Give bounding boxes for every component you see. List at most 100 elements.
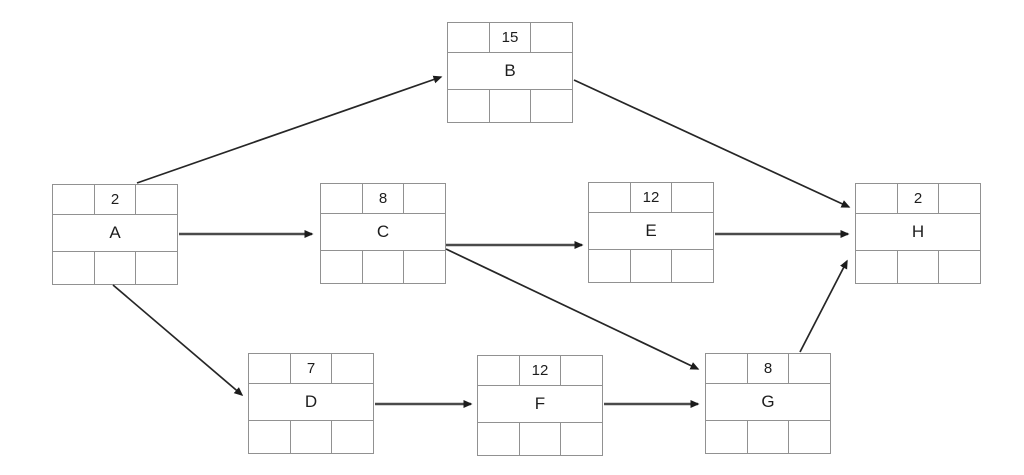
node-B-bottom-left-cell [448, 90, 490, 122]
node-B-label-row: B [448, 53, 572, 90]
node-D-label-row: D [249, 384, 373, 421]
node-G-top-left-cell [706, 354, 748, 383]
node-D-bottom-row [249, 421, 373, 453]
node-B-duration: 15 [501, 29, 519, 46]
node-B-top-left-cell [448, 23, 490, 52]
node-E-label-cell: E [589, 213, 713, 249]
node-F-duration: 12 [531, 362, 549, 379]
node-A-label-row: A [53, 215, 177, 252]
node-C-label-row: C [321, 214, 445, 251]
node-F-label: F [534, 394, 546, 413]
node-F-bottom-right-cell [561, 423, 602, 455]
node-G-top-row: 8 [706, 354, 830, 384]
node-E-top-left-cell [589, 183, 631, 212]
node-D-bottom-left-cell [249, 421, 291, 453]
node-C-top-left-cell [321, 184, 363, 213]
node-H-label: H [911, 222, 925, 241]
node-A-label-cell: A [53, 215, 177, 251]
node-D-bottom-right-cell [332, 421, 373, 453]
node-D-top-right-cell [332, 354, 373, 383]
node-E-label-row: E [589, 213, 713, 250]
activity-node-F: 12 F [477, 355, 603, 456]
activity-node-E: 12 E [588, 182, 714, 283]
node-C-bottom-right-cell [404, 251, 445, 283]
edge-A-B [136, 75, 443, 184]
node-G-duration: 8 [763, 360, 773, 377]
node-B-bottom-middle-cell [490, 90, 532, 122]
activity-node-D: 7 D [248, 353, 374, 454]
node-B-top-right-cell [531, 23, 572, 52]
activity-node-A: 2 A [52, 184, 178, 285]
node-B-top-row: 15 [448, 23, 572, 53]
node-G-bottom-row [706, 421, 830, 453]
node-C-top-right-cell [404, 184, 445, 213]
node-A-bottom-middle-cell [95, 252, 137, 284]
node-F-label-row: F [478, 386, 602, 423]
node-B-bottom-row [448, 90, 572, 122]
node-G-label-cell: G [706, 384, 830, 420]
activity-node-C: 8 C [320, 183, 446, 284]
node-H-label-cell: H [856, 214, 980, 250]
node-B-label: B [504, 61, 516, 80]
node-G-top-right-cell [789, 354, 830, 383]
node-G-duration-cell: 8 [748, 354, 790, 383]
node-B-label-cell: B [448, 53, 572, 89]
node-A-top-right-cell [136, 185, 177, 214]
node-B-duration-cell: 15 [490, 23, 532, 52]
node-E-bottom-middle-cell [631, 250, 673, 282]
node-H-bottom-right-cell [939, 251, 980, 283]
node-D-duration: 7 [306, 360, 316, 377]
node-G-label-row: G [706, 384, 830, 421]
node-A-bottom-row [53, 252, 177, 284]
node-A-top-row: 2 [53, 185, 177, 215]
node-C-label: C [376, 222, 390, 241]
node-H-top-row: 2 [856, 184, 980, 214]
node-E-bottom-right-cell [672, 250, 713, 282]
node-H-top-left-cell [856, 184, 898, 213]
node-D-top-row: 7 [249, 354, 373, 384]
node-F-bottom-left-cell [478, 423, 520, 455]
node-H-top-right-cell [939, 184, 980, 213]
node-H-bottom-left-cell [856, 251, 898, 283]
node-F-top-row: 12 [478, 356, 602, 386]
node-C-duration: 8 [378, 190, 388, 207]
edge-G-H [799, 259, 848, 353]
node-C-duration-cell: 8 [363, 184, 405, 213]
node-G-bottom-middle-cell [748, 421, 790, 453]
node-E-top-row: 12 [589, 183, 713, 213]
edge-A-D [112, 284, 244, 396]
node-F-bottom-middle-cell [520, 423, 562, 455]
node-E-label: E [645, 221, 657, 240]
node-G-bottom-right-cell [789, 421, 830, 453]
activity-node-G: 8 G [705, 353, 831, 454]
node-G-bottom-left-cell [706, 421, 748, 453]
node-D-duration-cell: 7 [291, 354, 333, 383]
node-C-bottom-row [321, 251, 445, 283]
node-D-label-cell: D [249, 384, 373, 420]
node-E-top-right-cell [672, 183, 713, 212]
node-C-bottom-left-cell [321, 251, 363, 283]
node-H-duration-cell: 2 [898, 184, 940, 213]
node-D-top-left-cell [249, 354, 291, 383]
node-F-top-right-cell [561, 356, 602, 385]
node-E-bottom-left-cell [589, 250, 631, 282]
node-G-label: G [761, 392, 775, 411]
node-H-duration: 2 [913, 190, 923, 207]
node-F-top-left-cell [478, 356, 520, 385]
node-H-bottom-middle-cell [898, 251, 940, 283]
node-H-bottom-row [856, 251, 980, 283]
node-C-label-cell: C [321, 214, 445, 250]
node-E-duration: 12 [642, 189, 660, 206]
activity-node-H: 2 H [855, 183, 981, 284]
node-F-label-cell: F [478, 386, 602, 422]
node-A-top-left-cell [53, 185, 95, 214]
node-D-bottom-middle-cell [291, 421, 333, 453]
node-C-top-row: 8 [321, 184, 445, 214]
node-F-duration-cell: 12 [520, 356, 562, 385]
node-A-bottom-right-cell [136, 252, 177, 284]
node-A-label: A [109, 223, 121, 242]
node-A-duration: 2 [110, 191, 120, 208]
node-H-label-row: H [856, 214, 980, 251]
node-E-duration-cell: 12 [631, 183, 673, 212]
